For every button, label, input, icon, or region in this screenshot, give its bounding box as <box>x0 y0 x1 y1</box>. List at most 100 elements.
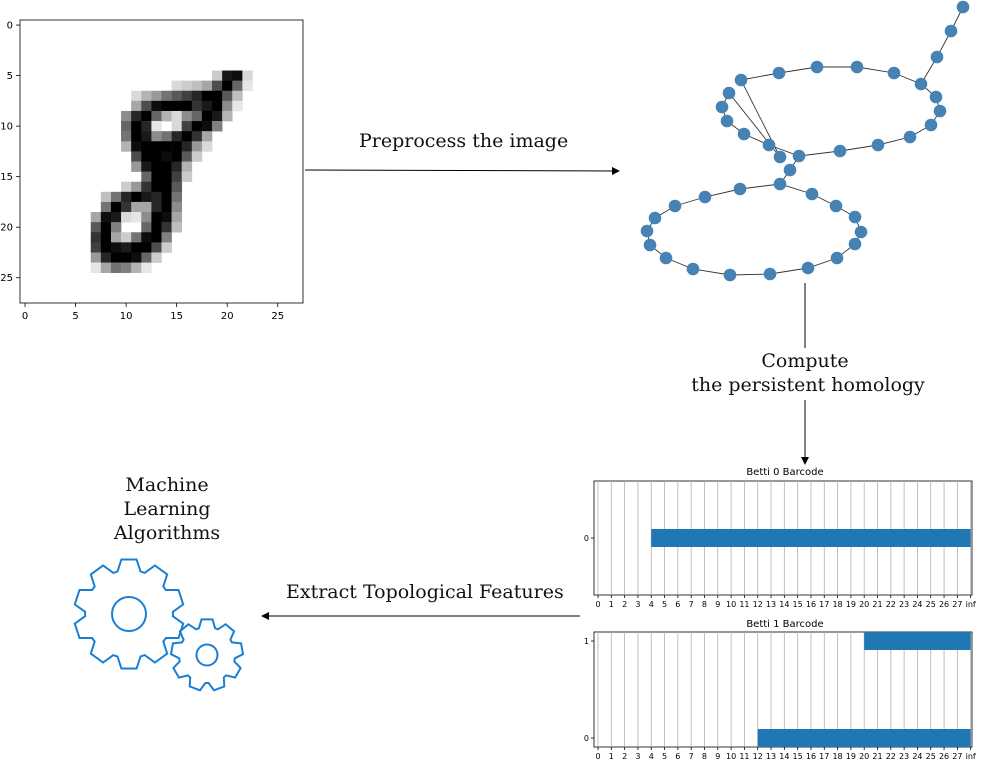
graph-node <box>833 144 847 158</box>
image-pixel <box>181 151 193 162</box>
image-pixel <box>161 141 172 152</box>
image-pixel <box>151 181 162 193</box>
graph-node <box>773 150 787 164</box>
barcode-x-tick-label: 25 <box>926 752 936 761</box>
image-pixel <box>141 100 152 112</box>
image-pixel <box>191 141 203 152</box>
image-pixel <box>151 212 162 223</box>
image-pixel <box>161 201 172 213</box>
image-pixel <box>161 151 172 162</box>
image-pixel <box>232 80 243 92</box>
barcode-y-tick-label: 0 <box>584 734 589 743</box>
image-pixel <box>161 100 172 112</box>
image-pixel <box>181 121 193 132</box>
image-pixel <box>131 100 142 112</box>
image-pixel <box>90 212 102 223</box>
image-pixel <box>171 201 183 213</box>
image-pixel <box>201 121 213 132</box>
image-x-tick-label: 5 <box>72 311 78 322</box>
graph-node <box>668 199 682 213</box>
image-pixel <box>212 90 223 102</box>
image-pixel <box>201 80 213 92</box>
image-pixel <box>141 201 152 213</box>
image-pixel <box>171 161 183 172</box>
image-pixel <box>100 201 112 213</box>
image-pixel <box>121 242 132 253</box>
image-pixel <box>222 90 233 102</box>
graph-node <box>698 190 712 204</box>
barcode-x-tick-label: 21 <box>872 600 882 609</box>
image-pixel <box>171 212 183 223</box>
image-y-tick-label: 5 <box>7 71 13 82</box>
image-pixel <box>181 161 193 172</box>
gears-icon <box>73 558 245 692</box>
ml-label-line2: Learning <box>123 498 211 520</box>
image-pixel <box>100 252 112 263</box>
graph-node <box>720 114 734 128</box>
image-pixel <box>161 171 172 183</box>
barcode-x-tick-label: 12 <box>753 600 763 609</box>
image-pixel <box>141 262 152 273</box>
image-pixel <box>110 201 122 213</box>
barcode-x-tick-label: 19 <box>846 752 856 761</box>
image-pixel <box>151 131 162 142</box>
barcode-x-tick-label: 20 <box>859 752 869 761</box>
image-pixel <box>151 171 162 183</box>
point-cloud-graph <box>640 0 970 282</box>
barcode-x-tick-label: 8 <box>702 752 707 761</box>
image-pixel <box>161 161 172 172</box>
image-pixel <box>121 110 132 122</box>
image-pixel <box>141 161 152 172</box>
image-pixel <box>121 191 132 203</box>
graph-node <box>723 268 737 282</box>
ml-label-line3: Algorithms <box>113 522 221 544</box>
barcode-x-tick-label: 4 <box>649 600 654 609</box>
barcode-x-tick-label: 6 <box>675 752 680 761</box>
image-pixel <box>100 232 112 243</box>
image-pixel <box>141 151 152 162</box>
image-pixel <box>171 121 183 132</box>
image-pixel <box>191 100 203 112</box>
image-pixel <box>121 131 132 142</box>
image-pixel <box>151 161 162 172</box>
image-pixel <box>90 252 102 263</box>
image-pixel <box>90 232 102 243</box>
image-pixel <box>131 191 142 203</box>
image-pixel <box>131 262 142 273</box>
image-pixel <box>110 232 122 243</box>
image-pixel <box>121 252 132 263</box>
barcode-x-tick-label: 22 <box>886 600 896 609</box>
image-y-tick-label: 0 <box>7 21 13 32</box>
image-pixel <box>131 141 142 152</box>
image-pixel <box>90 262 102 273</box>
barcode-x-tick-label: 0 <box>595 600 600 609</box>
image-pixel <box>110 242 122 253</box>
image-pixel <box>131 181 142 193</box>
barcode-x-tick-label: 16 <box>806 600 816 609</box>
image-pixel <box>141 242 152 253</box>
graph-node <box>805 187 819 201</box>
small-gear-hole <box>195 643 219 667</box>
image-pixel <box>90 242 102 253</box>
image-y-tick-label: 15 <box>0 172 13 183</box>
image-pixel <box>181 80 193 92</box>
image-pixel <box>161 242 172 253</box>
image-pixel <box>141 191 152 203</box>
barcode-x-tick-label: 14 <box>779 752 789 761</box>
graph-node <box>801 261 815 275</box>
barcode-y-tick-label: 1 <box>584 637 589 646</box>
image-pixel <box>110 252 122 263</box>
image-x-tick-label: 25 <box>271 311 284 322</box>
graph-node <box>773 177 787 191</box>
graph-node <box>871 138 885 152</box>
small-gear-icon <box>169 618 245 692</box>
image-pixel <box>100 242 112 253</box>
image-pixel <box>191 110 203 122</box>
graph-node <box>848 237 862 251</box>
graph-node <box>763 267 777 281</box>
image-pixel <box>161 181 172 193</box>
graph-node <box>733 182 747 196</box>
graph-node <box>715 100 729 114</box>
barcode-x-tick-label: 26 <box>939 600 949 609</box>
image-pixel <box>121 212 132 223</box>
